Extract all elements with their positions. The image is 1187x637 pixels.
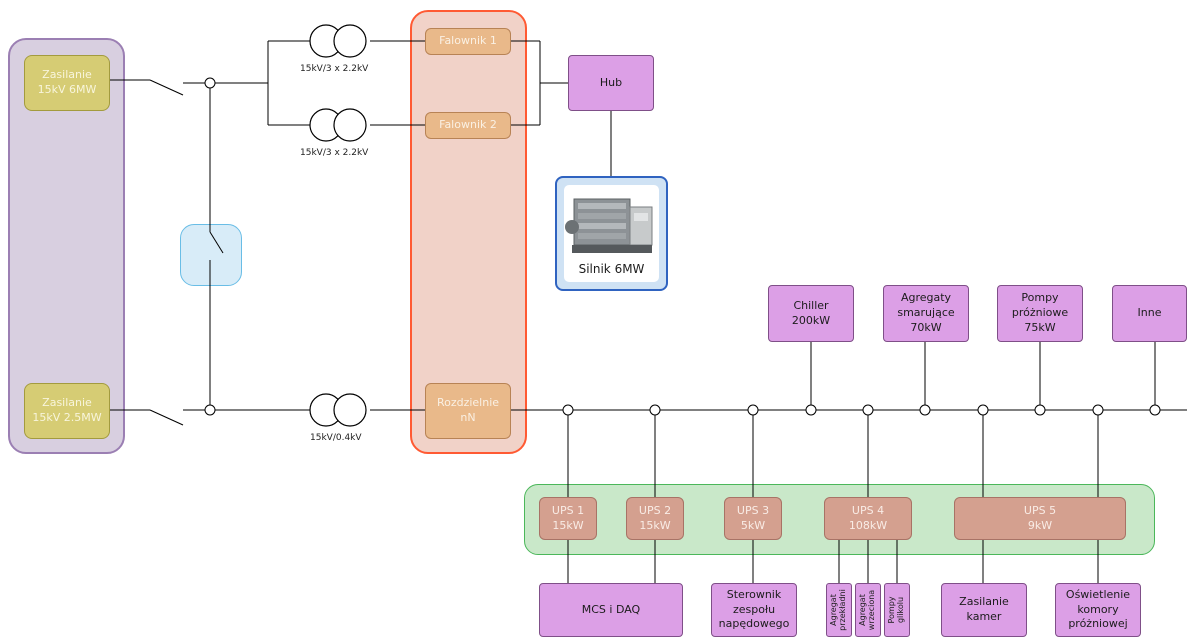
junction-node bbox=[919, 404, 931, 416]
junction-node bbox=[1034, 404, 1046, 416]
junction-node bbox=[204, 77, 216, 89]
ups-4[interactable]: UPS 4 108kW bbox=[824, 497, 912, 540]
transformer-1-label: 15kV/3 x 2.2kV bbox=[300, 64, 369, 74]
consumer-spindle-unit-label: Agregat wrzeciona bbox=[858, 589, 876, 631]
motor-label: Silnik 6MW bbox=[578, 262, 645, 276]
ups-5[interactable]: UPS 5 9kW bbox=[954, 497, 1126, 540]
junction-node bbox=[862, 404, 874, 416]
motor-box[interactable]: Silnik 6MW bbox=[555, 176, 668, 291]
load-vacuum-pumps[interactable]: Pompy próżniowe 75kW bbox=[997, 285, 1083, 342]
junction-node bbox=[649, 404, 661, 416]
consumer-gear-unit[interactable]: Agregat przekładni bbox=[826, 583, 852, 637]
load-other[interactable]: Inne bbox=[1112, 285, 1187, 342]
junction-node bbox=[977, 404, 989, 416]
junction-node bbox=[1092, 404, 1104, 416]
hub-box[interactable]: Hub bbox=[568, 55, 654, 111]
transformer-3-label: 15kV/0.4kV bbox=[310, 433, 362, 443]
junction-node bbox=[562, 404, 574, 416]
consumer-gear-unit-label: Agregat przekładni bbox=[829, 589, 847, 631]
transformer-2-secondary bbox=[333, 108, 367, 142]
ups-3[interactable]: UPS 3 5kW bbox=[724, 497, 782, 540]
motor-icon bbox=[565, 198, 653, 253]
junction-node bbox=[1149, 404, 1161, 416]
motor-image-panel: Silnik 6MW bbox=[564, 185, 659, 282]
consumer-mcs-daq[interactable]: MCS i DAQ bbox=[539, 583, 683, 637]
breaker-switch-1 bbox=[149, 79, 184, 96]
source-15kv-2-5mw[interactable]: Zasilanie 15kV 2.5MW bbox=[24, 383, 110, 439]
source-15kv-6mw[interactable]: Zasilanie 15kV 6MW bbox=[24, 55, 110, 111]
ups-2[interactable]: UPS 2 15kW bbox=[626, 497, 684, 540]
load-lubrication-units[interactable]: Agregaty smarujące 70kW bbox=[883, 285, 969, 342]
converters-group bbox=[410, 10, 527, 454]
inverter-1[interactable]: Falownik 1 bbox=[425, 28, 511, 55]
junction-node bbox=[805, 404, 817, 416]
junction-node bbox=[204, 404, 216, 416]
breaker-switch-2 bbox=[149, 409, 184, 426]
transformer-2-label: 15kV/3 x 2.2kV bbox=[300, 148, 369, 158]
transformer-3-secondary bbox=[333, 393, 367, 427]
consumer-drive-controller[interactable]: Sterownik zespołu napędowego bbox=[711, 583, 797, 637]
consumer-glycol-pumps-label: Pompy glikolu bbox=[887, 596, 905, 624]
junction-node bbox=[747, 404, 759, 416]
ups-1[interactable]: UPS 1 15kW bbox=[539, 497, 597, 540]
inverter-2[interactable]: Falownik 2 bbox=[425, 112, 511, 139]
lv-switchboard[interactable]: Rozdzielnie nN bbox=[425, 383, 511, 439]
consumer-chamber-lighting[interactable]: Oświetlenie komory próżniowej bbox=[1055, 583, 1141, 637]
consumer-camera-power[interactable]: Zasilanie kamer bbox=[941, 583, 1027, 637]
load-chiller[interactable]: Chiller 200kW bbox=[768, 285, 854, 342]
consumer-spindle-unit[interactable]: Agregat wrzeciona bbox=[855, 583, 881, 637]
transformer-1-secondary bbox=[333, 24, 367, 58]
consumer-glycol-pumps[interactable]: Pompy glikolu bbox=[884, 583, 910, 637]
